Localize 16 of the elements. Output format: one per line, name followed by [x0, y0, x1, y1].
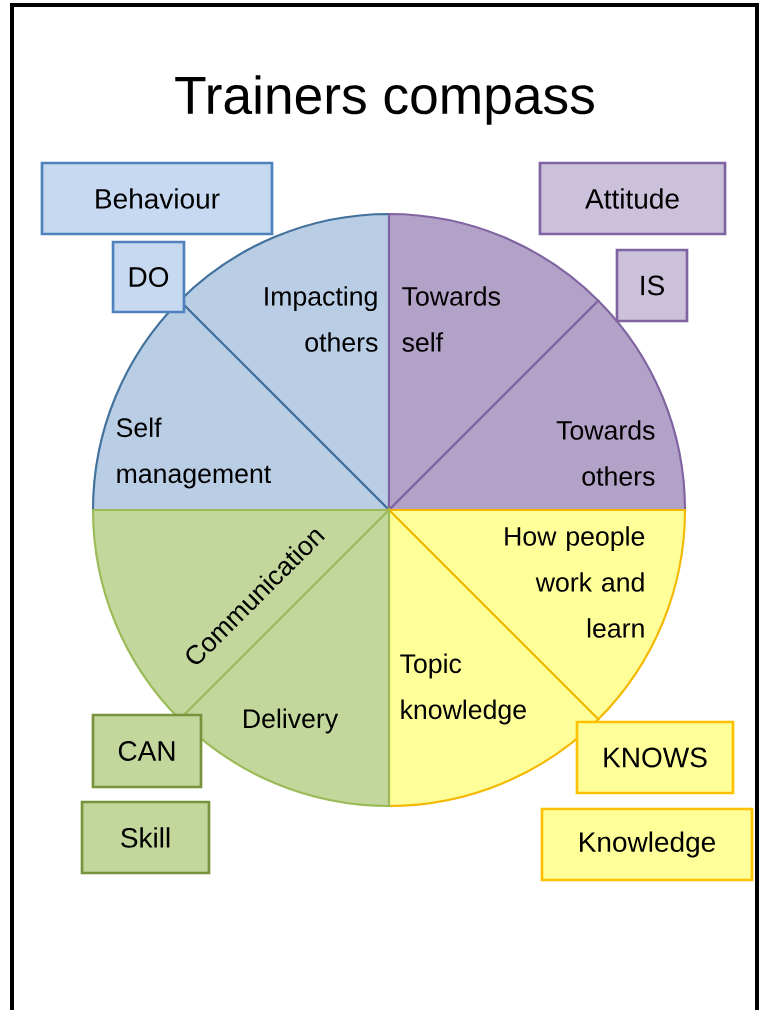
segment-label: Topic knowledge: [400, 653, 526, 725]
segment-label: Towards self: [402, 286, 500, 352]
segment-label: Towards others: [556, 420, 655, 486]
segment-label: How people work and learn: [505, 526, 645, 638]
label-box: Attitude: [538, 161, 727, 236]
label-box: Skill: [80, 800, 211, 875]
segment-label: Self management: [116, 417, 272, 489]
label-box: KNOWS: [575, 720, 735, 795]
label-box: Behaviour: [40, 161, 274, 236]
segment-label: Impacting others: [265, 286, 378, 352]
label-box: Knowledge: [540, 807, 754, 882]
label-box: DO: [111, 240, 186, 314]
title: Trainers compass: [175, 75, 594, 125]
label-box: CAN: [91, 713, 203, 789]
label-box: IS: [615, 248, 689, 323]
segment-label: Delivery: [244, 708, 339, 734]
